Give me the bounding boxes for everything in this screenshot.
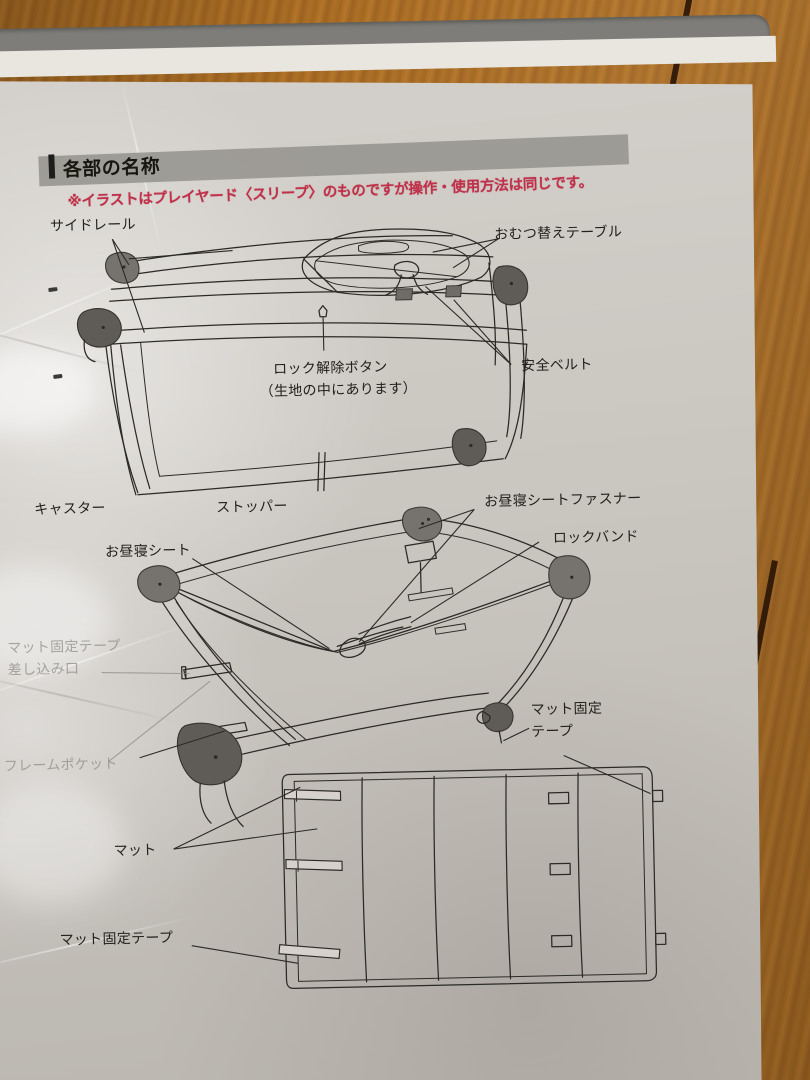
label-lock-band: ロックバンド [552, 528, 639, 547]
label-side-rail: サイドレール [49, 216, 137, 235]
label-mat: マット [113, 842, 157, 860]
label-mat-tape-bottom: マット固定テープ [59, 930, 174, 949]
label-safety-belt: 安全ベルト [521, 356, 593, 375]
label-lock-release: ロック解除ボタン [273, 359, 388, 378]
label-lock-release-note: （生地の中にあります） [259, 380, 418, 401]
label-changing-table: おむつ替えテーブル [494, 224, 623, 243]
figure-mat [172, 753, 667, 991]
label-frame-pocket: フレームポケット [3, 756, 118, 775]
label-nap-sheet-zipper: お昼寝シートファスナー [483, 490, 642, 511]
figure-folded-frame [98, 503, 595, 829]
label-mat-tape-slot-line1: マット固定テープ [7, 638, 121, 657]
label-mat-tape-right-line1: マット固定 [530, 700, 603, 719]
label-caster: キャスター [34, 500, 106, 518]
printed-content: 各部の名称 ※イラストはプレイヤード〈スリープ〉のものですが操作・使用方法は同じ… [0, 29, 782, 1080]
label-stopper: ストッパー [216, 498, 288, 517]
instruction-manual-page: 各部の名称 ※イラストはプレイヤード〈スリープ〉のものですが操作・使用方法は同じ… [0, 29, 782, 1080]
figure-assembled-playard [75, 226, 532, 496]
label-nap-sheet: お昼寝シート [104, 542, 192, 561]
diagram-artwork [0, 29, 782, 1080]
label-mat-tape-right-line2: テープ [531, 723, 574, 741]
label-mat-tape-slot-line2: 差し込み口 [7, 661, 80, 679]
